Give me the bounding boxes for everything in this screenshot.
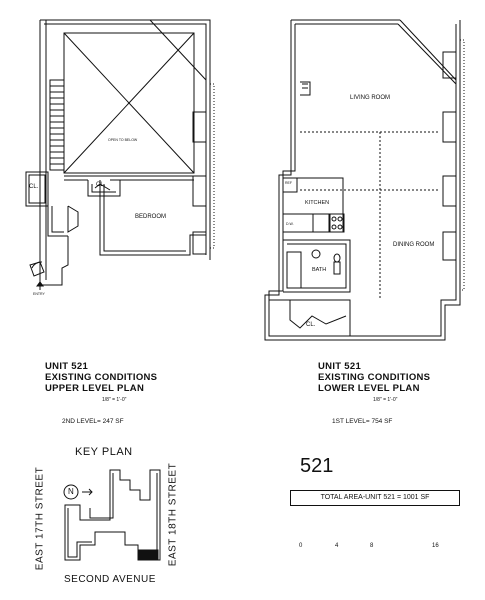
lower-plan-title-line2: EXISTING CONDITIONS: [318, 372, 431, 383]
lower-plan-title-line1: UNIT 521: [318, 361, 362, 372]
scale-bar-16: 16: [432, 543, 439, 549]
scale-bar-0: 0: [299, 543, 303, 549]
room-label-ref: REF: [285, 181, 292, 185]
key-plan-title: KEY PLAN: [75, 446, 133, 458]
room-label-living-room: LIVING ROOM: [350, 95, 391, 101]
upper-plan-title-line1: UNIT 521: [45, 361, 89, 372]
key-plan-drawing: [63, 469, 161, 561]
lower-level-plan: [264, 19, 465, 341]
room-label-closet: CL.: [306, 322, 316, 328]
room-label-bath: BATH: [312, 267, 327, 273]
lower-plan-title-line3: LOWER LEVEL PLAN: [318, 383, 420, 394]
street-label-second-avenue: SECOND AVENUE: [64, 574, 156, 585]
room-label-kitchen: KITCHEN: [305, 200, 330, 206]
total-area-box: TOTAL AREA-UNIT 521 = 1001 SF: [290, 490, 460, 506]
street-label-east-18th: EAST 18TH STREET: [167, 462, 179, 567]
room-label-closet-mid: CL.: [96, 182, 106, 188]
room-label-entry: ENTRY: [33, 292, 45, 296]
room-label-open-to-below: OPEN TO BELOW: [108, 138, 138, 142]
upper-plan-title-line3: UPPER LEVEL PLAN: [45, 383, 145, 394]
upper-plan-scale: 1/8" = 1'-0": [102, 397, 127, 403]
room-label-dining-room: DINING ROOM: [393, 242, 435, 248]
lower-plan-level-area: 1ST LEVEL= 754 SF: [332, 418, 393, 425]
room-label-bedroom: BEDROOM: [135, 214, 167, 220]
room-label-closet-left: CL.: [29, 184, 39, 190]
upper-level-plan: [25, 19, 215, 290]
north-arrow-label: N: [68, 487, 74, 496]
upper-plan-title-line2: EXISTING CONDITIONS: [45, 372, 158, 383]
lower-plan-scale: 1/8" = 1'-0": [373, 397, 398, 403]
upper-plan-level-area: 2ND LEVEL= 247 SF: [62, 418, 124, 425]
unit-number: 521: [300, 455, 334, 477]
scale-bar-4: 4: [335, 543, 339, 549]
room-label-dw: D.W.: [286, 222, 294, 226]
street-label-east-17th: EAST 17TH STREET: [34, 466, 46, 571]
scale-bar-8: 8: [370, 543, 374, 549]
